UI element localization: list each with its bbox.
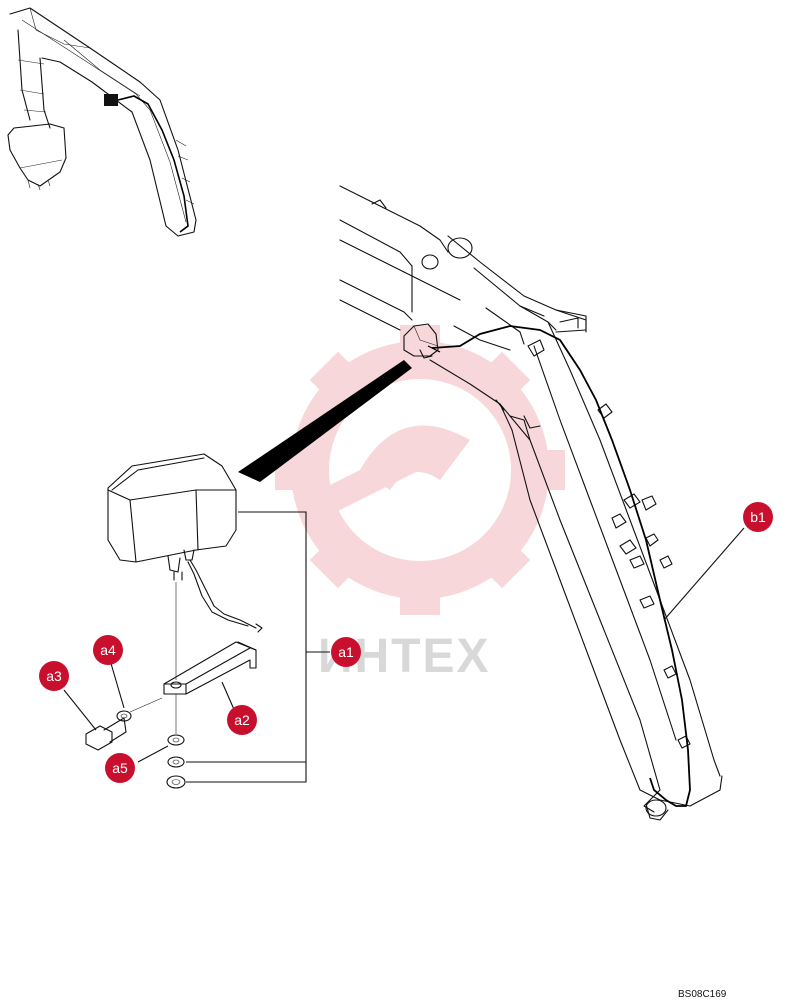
wire-harness [427, 325, 691, 807]
bracket-part [163, 641, 257, 695]
detail-pointer [238, 360, 412, 482]
callout-a2[interactable]: a2 [227, 705, 257, 735]
callout-a4[interactable]: a4 [93, 635, 123, 665]
boom-arm [339, 185, 723, 821]
work-lamp-detail [107, 453, 263, 633]
callout-a3-label: a3 [46, 668, 62, 684]
excavator-thumbnail [7, 7, 197, 237]
callout-b1[interactable]: b1 [743, 502, 773, 532]
bolt-part [85, 697, 163, 751]
callout-a1-label: a1 [338, 644, 354, 660]
watermark-gear-icon [275, 325, 565, 615]
callout-a3[interactable]: a3 [39, 661, 69, 691]
callout-b1-label: b1 [750, 509, 766, 525]
callout-lines [63, 511, 745, 783]
lock-washer-part [116, 710, 132, 722]
boom-lamp [403, 323, 439, 359]
washer-stack [166, 734, 186, 789]
callout-a1[interactable]: a1 [331, 637, 361, 667]
callout-a2-label: a2 [234, 712, 250, 728]
drawing-code: BS08C169 [678, 989, 727, 1000]
callout-a4-label: a4 [100, 642, 116, 658]
callout-a5-label: a5 [112, 760, 128, 776]
callout-a5[interactable]: a5 [105, 753, 135, 783]
